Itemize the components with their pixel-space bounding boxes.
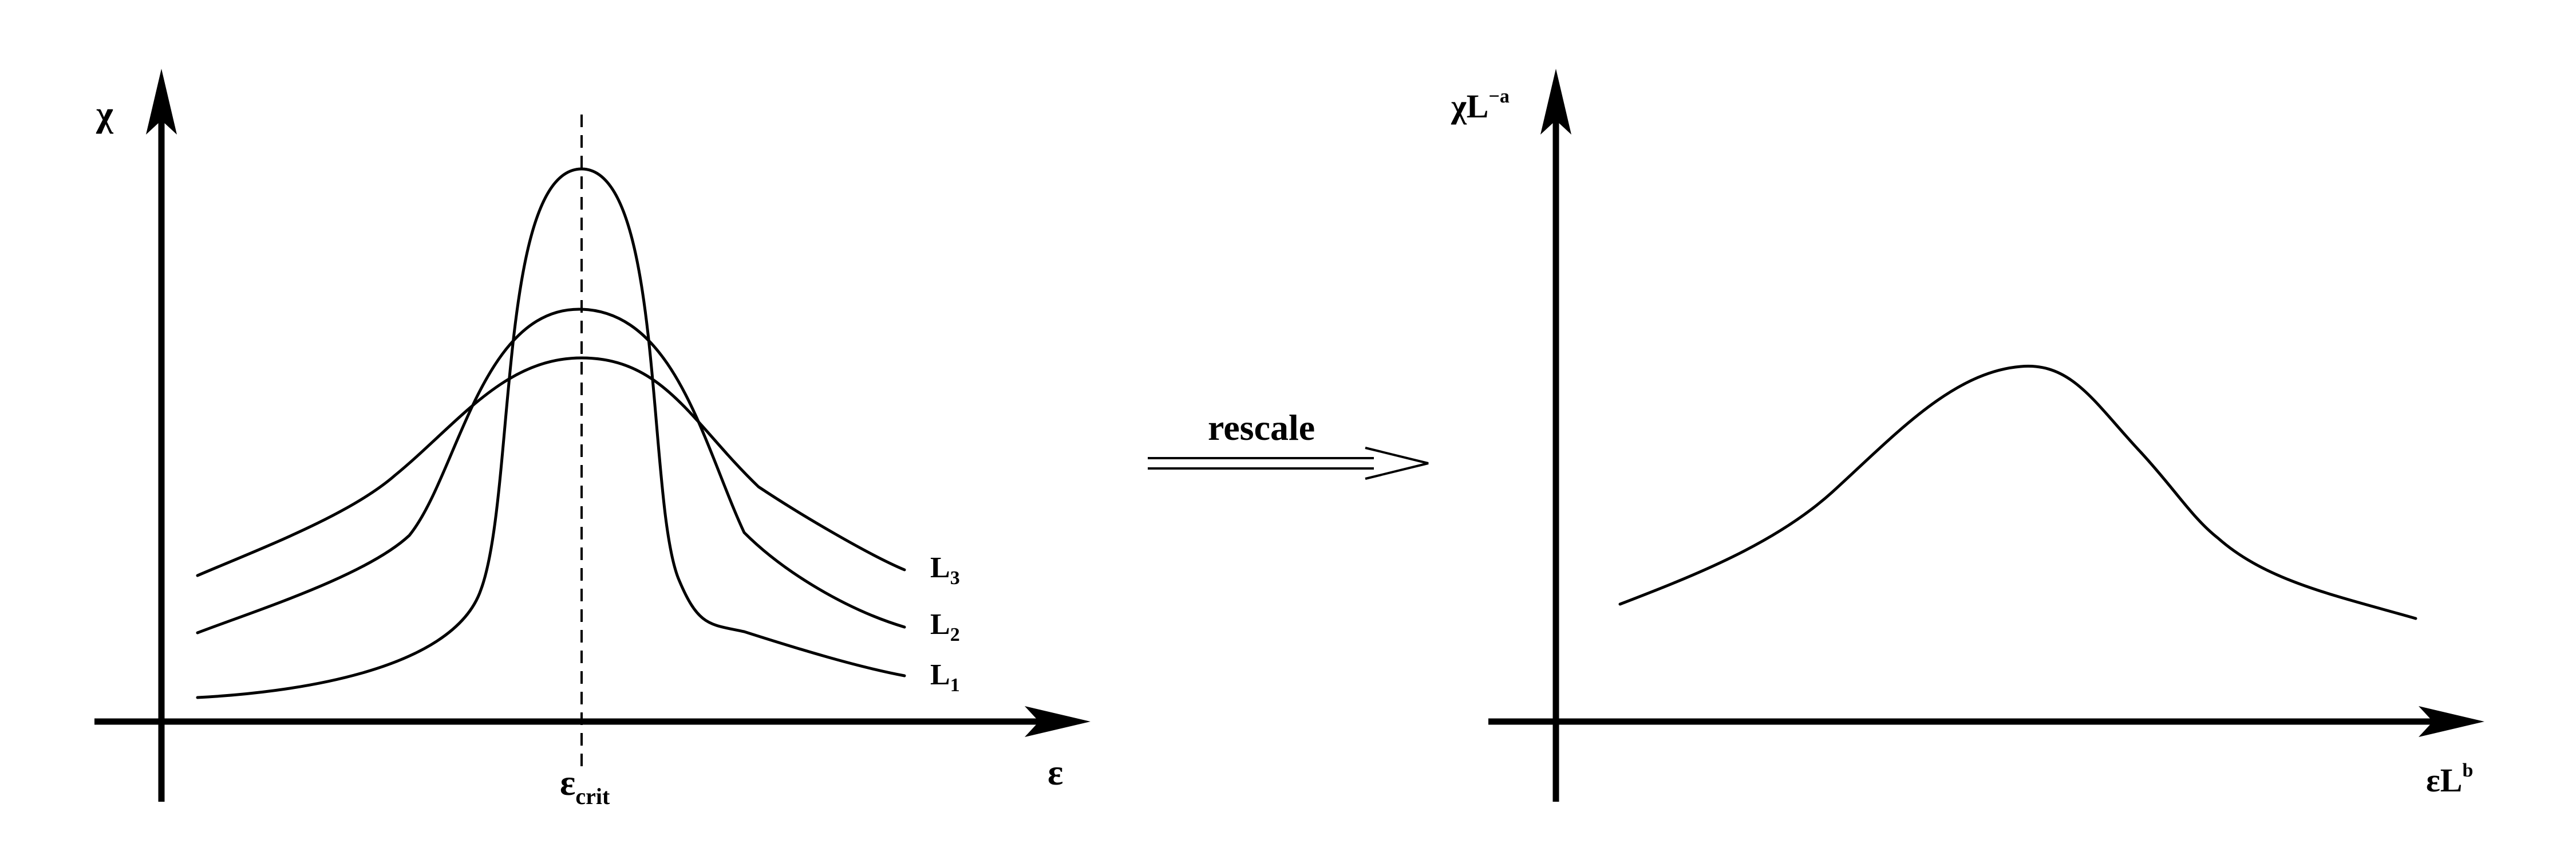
curve-label-L3: L3 xyxy=(930,551,960,589)
left-x-axis-arrowhead xyxy=(1025,706,1091,737)
curve-label-L3-subscript: 3 xyxy=(950,568,960,589)
curve-label-L1-base: L xyxy=(930,659,950,691)
curve-L3 xyxy=(196,356,906,577)
left-y-axis-label: χ xyxy=(96,93,114,134)
right-y-axis-label-superscript: −a xyxy=(1488,86,1509,107)
curve-label-L1-subscript: 1 xyxy=(950,675,960,696)
left-y-axis-arrowhead xyxy=(146,69,177,135)
left-panel: χ ε εcrit L3 L2 L1 xyxy=(94,69,1091,809)
curve-label-L1: L1 xyxy=(930,659,960,696)
right-y-axis-label: χL−a xyxy=(1451,86,1510,125)
rescale-arrowhead xyxy=(1365,447,1429,480)
right-y-axis-label-base: χL xyxy=(1451,88,1488,125)
right-x-axis-label-base: εL xyxy=(2426,762,2462,799)
curve-label-L3-base: L xyxy=(930,551,950,584)
critical-epsilon-subscript: crit xyxy=(575,783,610,809)
rescale-arrow: rescale xyxy=(1148,407,1429,480)
curve-label-L2-subscript: 2 xyxy=(950,624,960,645)
collapsed-curve xyxy=(1618,364,2417,620)
right-x-axis-arrowhead xyxy=(2419,706,2484,737)
right-x-axis-label-superscript: b xyxy=(2462,760,2473,781)
rescale-label: rescale xyxy=(1208,407,1315,448)
left-x-axis-label: ε xyxy=(1048,752,1063,793)
curve-L1 xyxy=(196,167,906,699)
right-y-axis-arrowhead xyxy=(1540,69,1571,135)
curve-label-L2-base: L xyxy=(930,608,950,641)
critical-epsilon-label: εcrit xyxy=(560,762,610,809)
right-panel: χL−a εLb xyxy=(1451,69,2484,802)
right-x-axis-label: εLb xyxy=(2426,760,2473,799)
critical-epsilon-base: ε xyxy=(560,762,575,803)
curve-label-L2: L2 xyxy=(930,608,960,645)
curve-L2 xyxy=(196,308,906,635)
